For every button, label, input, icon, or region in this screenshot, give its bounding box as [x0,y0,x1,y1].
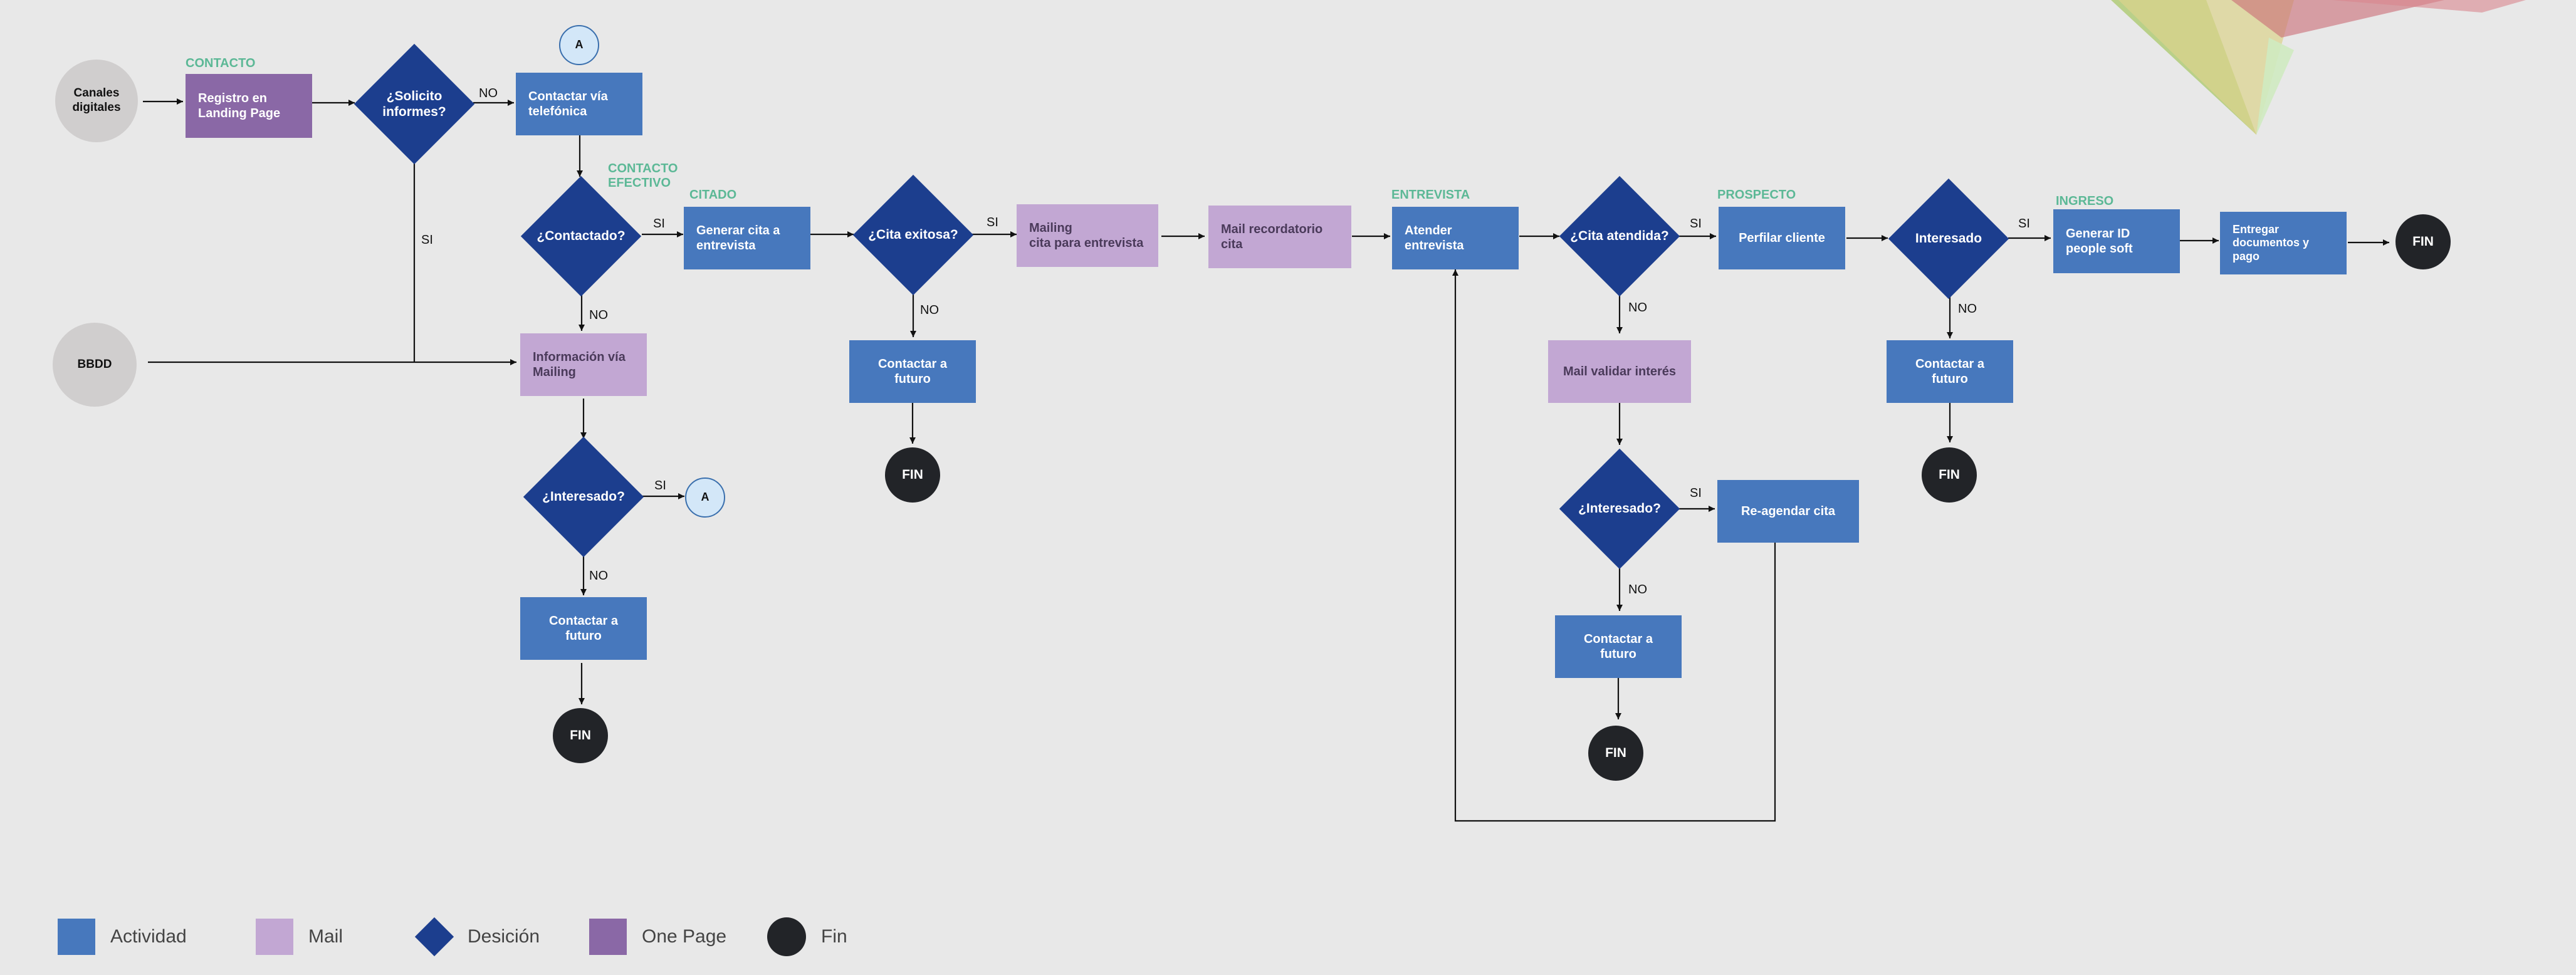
contactar-via-telefonica: Contactar vía telefónica [516,73,642,135]
edge-label-si-interesado-1: SI [654,479,666,493]
contactar-futuro-1: Contactar a futuro [520,597,647,660]
decision-interesado-3: Interesado [1888,178,2009,300]
edge-label-si-cita-atendida: SI [1690,217,1702,231]
fin-3: FIN [1588,726,1643,781]
legend-swatch-mail [256,919,293,955]
stage-label-contacto-efectivo: CONTACTO EFECTIVO [608,162,678,190]
decision-cita-atendida: ¿Cita atendida? [1559,175,1680,297]
connector-a-mid: A [685,477,725,518]
connector-a-top: A [559,25,599,65]
legend-swatch-desicion [414,917,454,957]
legend-swatch-fin [767,917,806,956]
decision-cita-exitosa: ¿Cita exitosa? [852,174,974,296]
contactar-futuro-2: Contactar a futuro [849,340,976,403]
decision-interesado-1: ¿Interesado? [523,436,644,558]
edge-label-si-contactado: SI [653,217,665,231]
mail-validar-interes: Mail validar interés [1548,340,1691,403]
fin-1: FIN [553,708,608,763]
fin-4: FIN [1922,447,1977,503]
legend-actividad: Actividad [58,919,187,955]
stage-label-entrevista: ENTREVISTA [1391,188,1470,202]
legend-desicion: Desición [414,917,540,957]
legend-swatch-one-page [589,919,627,955]
stage-label-citado: CITADO [689,188,737,202]
edge-label-no-interesado-2: NO [1628,583,1647,597]
edge-label-no-interesado-1: NO [589,569,608,583]
edge-label-si-interesado-2: SI [1690,486,1702,500]
legend-one-page: One Page [589,919,726,955]
edge-label-no-cita-atendida: NO [1628,301,1647,315]
legend-mail: Mail [256,919,343,955]
edge-label-si-solicito: SI [421,233,433,247]
contactar-futuro-4: Contactar a futuro [1887,340,2013,403]
start-canales-digitales: Canales digitales [55,60,138,142]
generar-id-people-soft: Generar ID people soft [2053,209,2180,273]
entregar-documentos-pago: Entregar documentos y pago [2220,212,2347,274]
edge-label-si-cita-exitosa: SI [987,216,998,229]
edge-label-no-cita-exitosa: NO [920,303,939,317]
decision-solicito-informes: ¿Solicito informes? [353,43,475,165]
stage-label-ingreso: INGRESO [2056,194,2114,208]
generar-cita-entrevista: Generar cita a entrevista [684,207,810,269]
stage-label-contacto: CONTACTO [186,56,256,70]
start-bbdd: BBDD [53,323,137,407]
mail-recordatorio-cita: Mail recordatorio cita [1208,206,1351,268]
fin-5: FIN [2395,214,2451,269]
fin-2: FIN [885,447,940,503]
edge-label-no-solicito: NO [479,86,498,100]
re-agendar-cita: Re-agendar cita [1717,480,1859,543]
edge-label-no-interesado-3: NO [1958,302,1977,316]
stage-label-prospecto: PROSPECTO [1717,188,1796,202]
edge-label-si-interesado-3: SI [2018,217,2030,231]
mailing-cita-entrevista: Mailing cita para entrevista [1017,204,1158,267]
contactar-futuro-3: Contactar a futuro [1555,615,1682,678]
registro-landing-page: Registro en Landing Page [186,74,312,138]
decision-interesado-2: ¿Interesado? [1559,448,1680,570]
atender-entrevista: Atender entrevista [1392,207,1519,269]
edge-label-no-contactado: NO [589,308,608,322]
perfilar-cliente: Perfilar cliente [1719,207,1845,269]
legend-fin: Fin [767,917,847,956]
legend-swatch-actividad [58,919,95,955]
informacion-via-mailing: Información vía Mailing [520,333,647,396]
decision-contactado: ¿Contactado? [520,175,642,297]
